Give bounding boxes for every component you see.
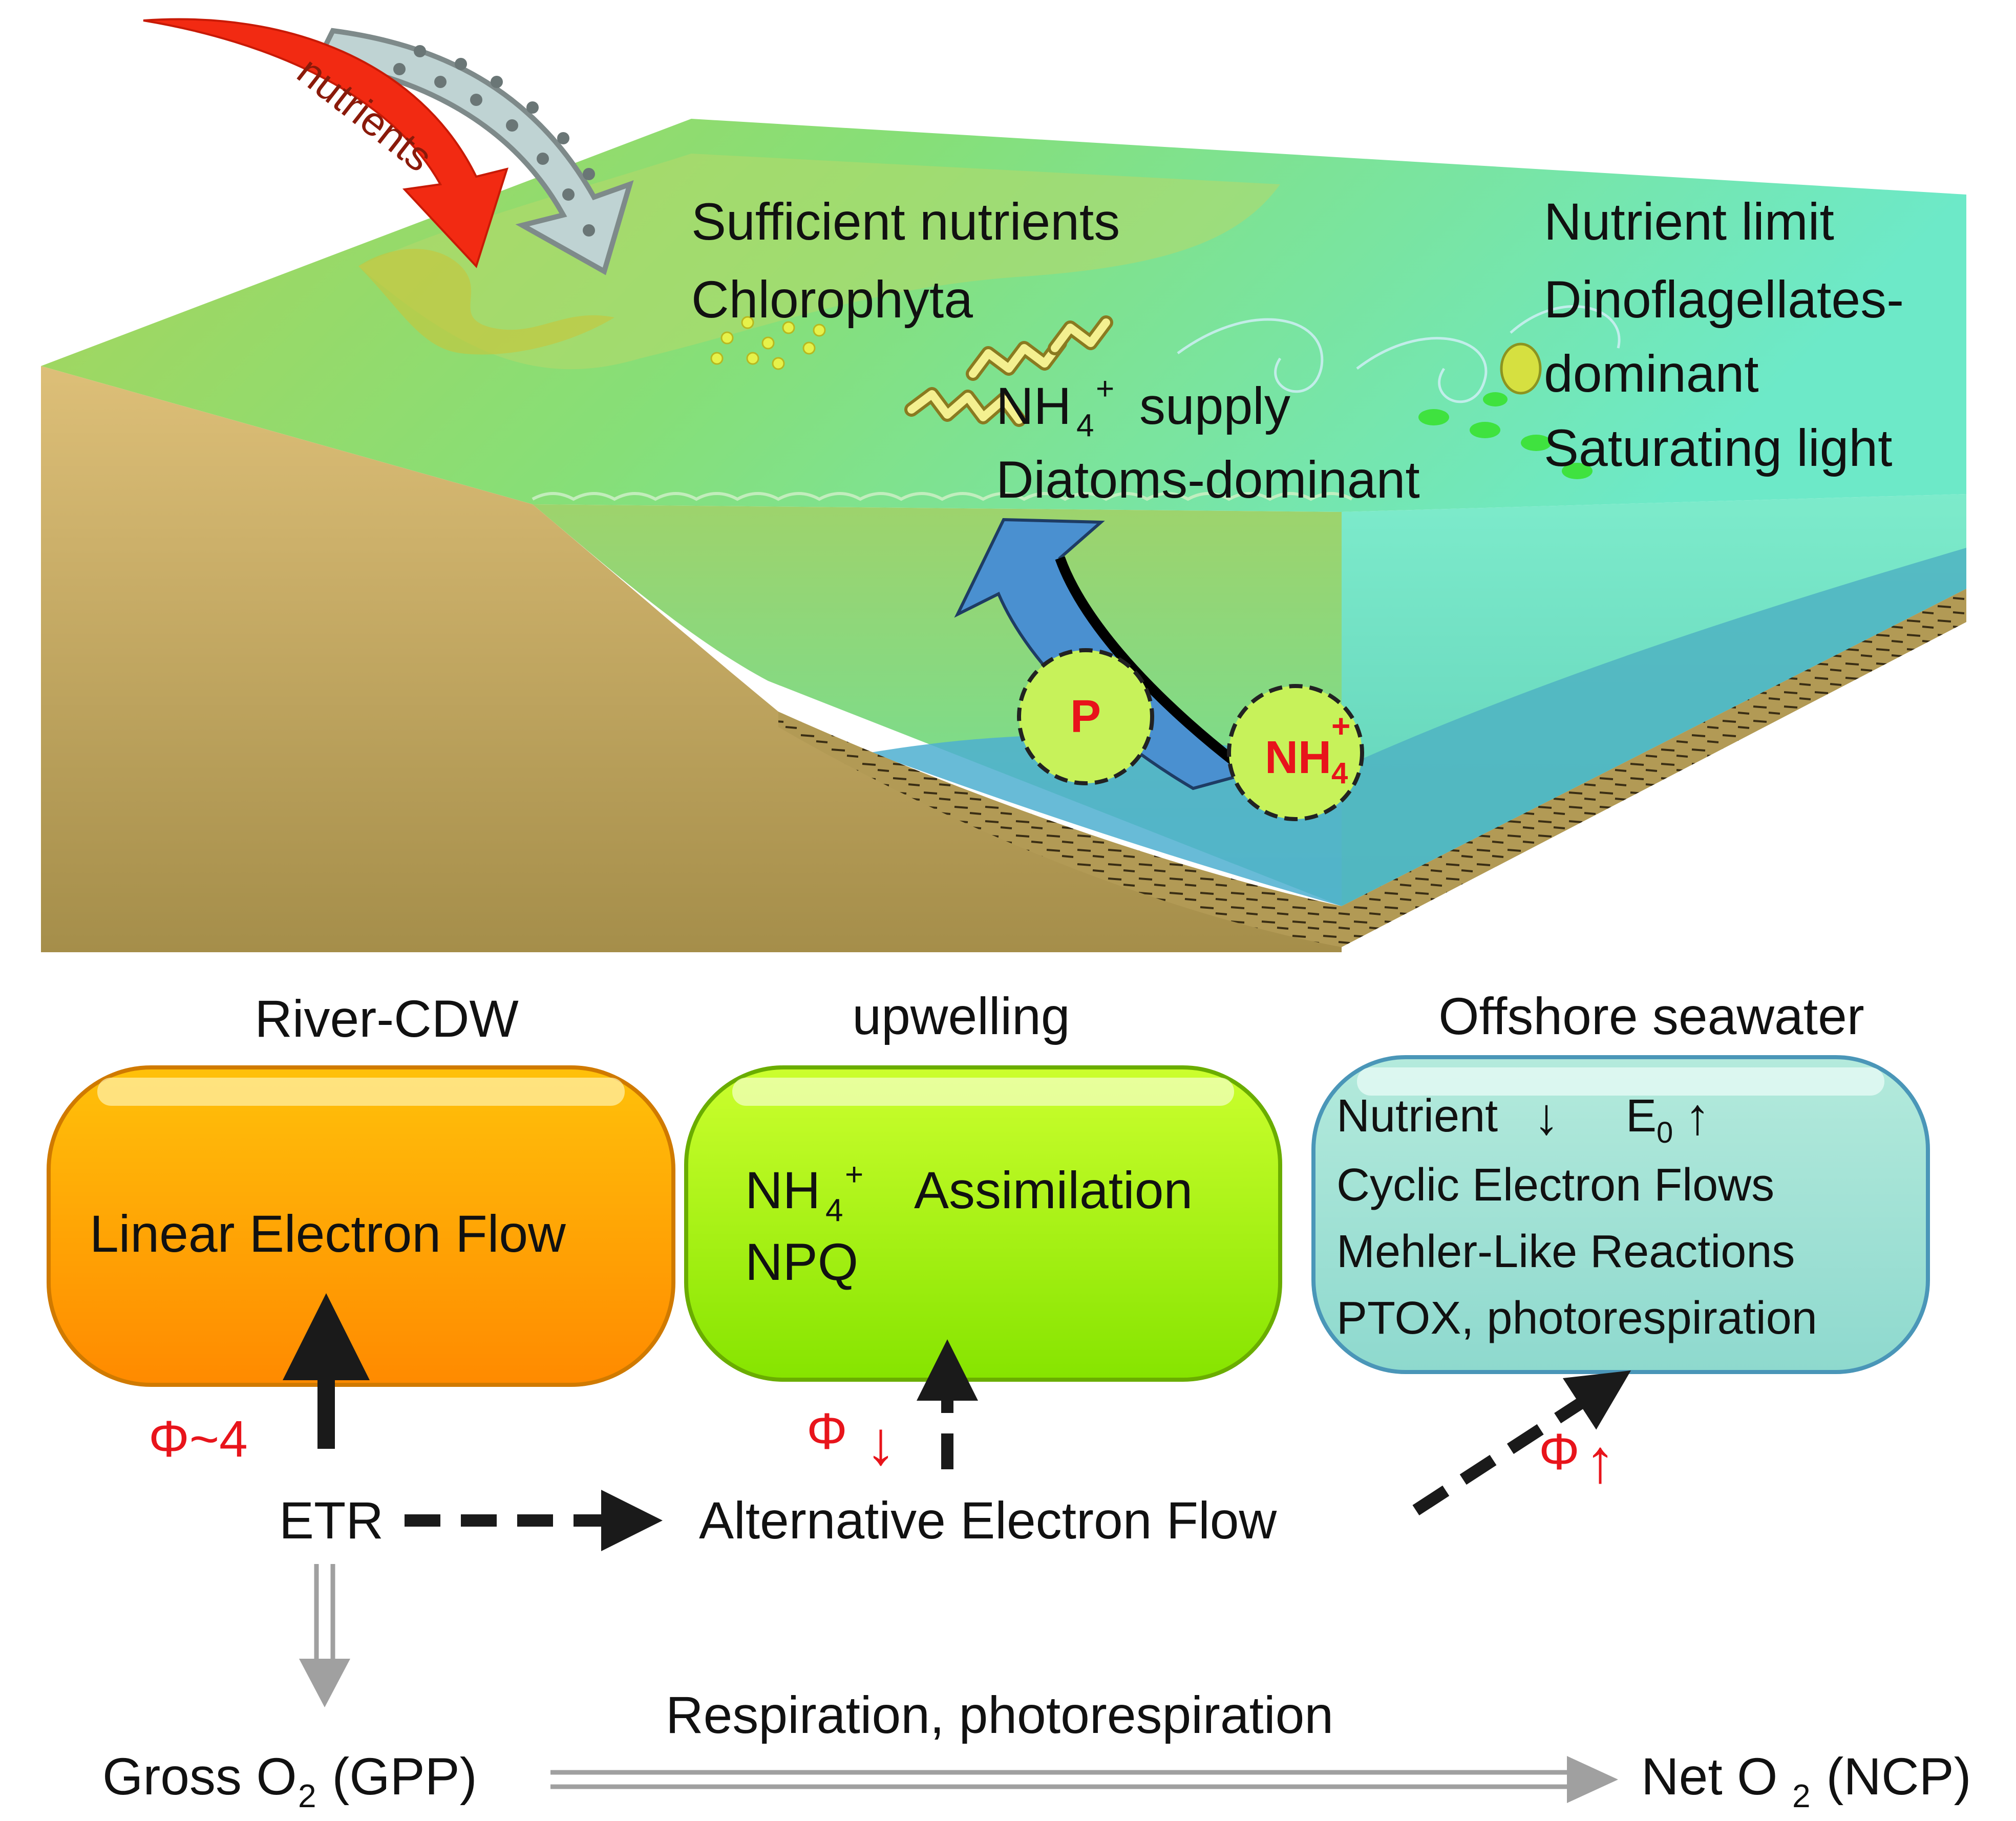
nh4-bubble: NH + 4 (1227, 684, 1364, 821)
svg-text:NH: NH (745, 1161, 820, 1219)
offshore-box: Nutrient ↓ E 0 ↑ Cyclic Electron Flows M… (1311, 1055, 1930, 1374)
phi-offshore-arrow: ↑ (1585, 1427, 1616, 1495)
river-cdw-box: Linear Electron Flow (47, 1065, 675, 1387)
nutrient-down-arrow: ↓ (1534, 1088, 1559, 1145)
upwelling-box-nh: NH (745, 1161, 820, 1219)
gross-o2-label: Gross O (102, 1747, 297, 1806)
phi-river-label: Φ~4 (148, 1410, 248, 1468)
svg-text:NH: NH (996, 377, 1071, 435)
offshore-label-2: Dinoflagellates- (1544, 270, 1904, 329)
upwelling-box-sup: + (845, 1157, 863, 1192)
swirl-lines (1177, 305, 1621, 403)
upwelling-dominant-label: Diatoms-dominant (996, 451, 1420, 509)
sediment-front (778, 712, 1342, 947)
nh4-bubble-label: NH (1265, 732, 1331, 783)
nutrient-label: Nutrient (1336, 1090, 1498, 1142)
deep-water-side (1342, 548, 1966, 906)
upwelling-supply-nh: NH (996, 377, 1071, 435)
etr-to-gpp-arrow (299, 1564, 350, 1707)
upwelling-box: NH 4 + Assimilation NPQ (684, 1065, 1282, 1382)
p-bubble: P (1017, 648, 1154, 785)
p-bubble-label: P (1070, 691, 1101, 742)
sediment-side (1342, 589, 1966, 947)
etr-label: ETR (279, 1491, 384, 1550)
upwelling-box-sub: 4 (825, 1193, 843, 1228)
net-o2-ncp: (NCP) (1812, 1747, 1971, 1806)
upwelling-supply-sup: + (1096, 371, 1114, 406)
net-o2-sub: 2 (1792, 1777, 1811, 1814)
gross-o2-gpp: (GPP) (317, 1747, 477, 1806)
linear-electron-flow-label: Linear Electron Flow (90, 1205, 566, 1263)
aef-to-offshore-arrow (1412, 1370, 1631, 1516)
svg-text:NH: NH (1265, 732, 1331, 783)
e0-sub: 0 (1657, 1116, 1673, 1149)
phi-upwelling-arrow: ↓ (865, 1409, 896, 1477)
upwelling-supply-word: supply (1139, 377, 1290, 435)
upwelling-title: upwelling (852, 987, 1070, 1045)
npq-label: NPQ (745, 1233, 858, 1291)
river-mouth (358, 249, 614, 355)
aef-label: Alternative Electron Flow (699, 1491, 1277, 1550)
ocean-block-illustration: nutrients P NH + 4 Sufficient nutrients … (41, 18, 1966, 952)
sand-slope (41, 366, 1342, 952)
e0-label: E (1626, 1090, 1657, 1142)
river-cdw-title: River-CDW (254, 990, 519, 1048)
cyclic-flows-label: Cyclic Electron Flows (1336, 1160, 1774, 1211)
svg-text:Net O: Net O (1641, 1747, 1777, 1806)
phi-offshore-label: Φ (1539, 1423, 1580, 1481)
offshore-label-4: Saturating light (1544, 419, 1892, 477)
upwelling-supply-sub: 4 (1076, 408, 1094, 443)
offshore-title: Offshore seawater (1438, 987, 1864, 1045)
phi-upwelling-label: Φ (807, 1403, 847, 1460)
net-o2-label: Net O (1641, 1747, 1777, 1806)
diatom-chains (904, 315, 1113, 427)
offshore-label-1: Nutrient limit (1544, 192, 1834, 251)
chlorophyta-cells (710, 316, 826, 370)
red-inflow-arrow (143, 18, 508, 268)
nh4-bubble-sup: + (1331, 708, 1350, 744)
gpp-to-ncp-arrow (550, 1756, 1618, 1803)
surface-ripple (532, 492, 1353, 501)
assimilation-label: Assimilation (914, 1161, 1193, 1219)
svg-text:Gross O: Gross O (102, 1747, 297, 1806)
nh4-bubble-sub: 4 (1331, 757, 1348, 790)
mehler-label: Mehler-Like Reactions (1336, 1226, 1795, 1277)
offshore-label-3: dominant (1544, 345, 1759, 403)
gross-o2-sub: 2 (298, 1777, 316, 1814)
nearshore-label-2: Chlorophyta (691, 270, 973, 329)
e0-up-arrow: ↑ (1685, 1088, 1710, 1145)
ptox-label: PTOX, photorespiration (1336, 1293, 1817, 1344)
respiration-label: Respiration, photorespiration (666, 1686, 1333, 1744)
nearshore-label-1: Sufficient nutrients (691, 192, 1120, 251)
dinoflagellate-cells (1418, 342, 1593, 479)
